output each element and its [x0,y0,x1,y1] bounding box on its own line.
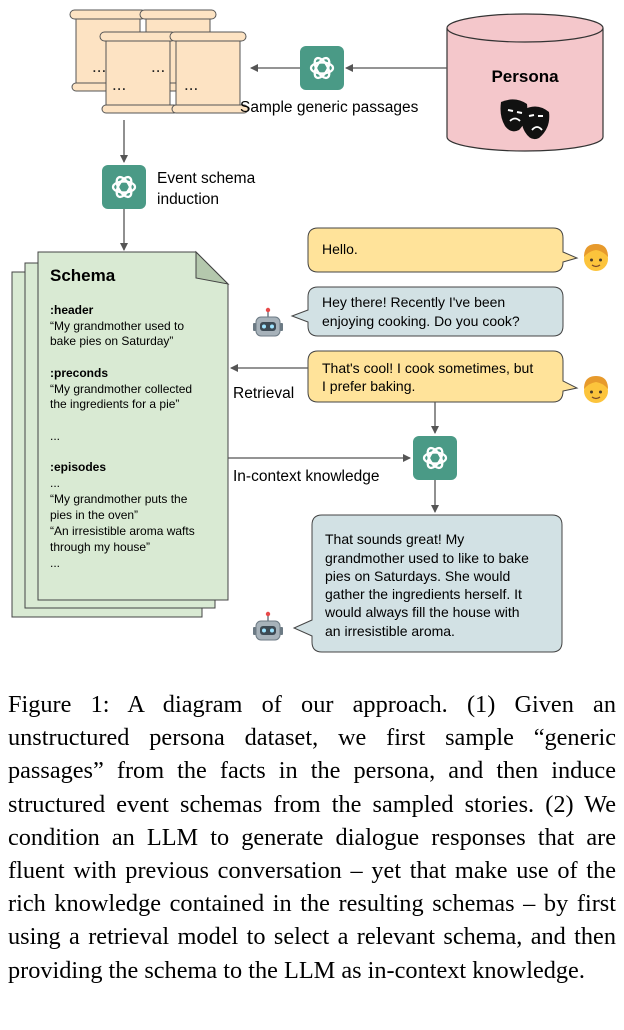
persona-database: Persona [446,13,604,152]
schema-preconds-line: “My grandmother collected [50,382,192,396]
figure-caption: Figure 1: A diagram of our approach. (1)… [8,691,616,984]
chat-bubble-user-2: That's cool! I cook sometimes, but I pre… [307,350,579,403]
user-avatar-icon [583,243,609,272]
schema-header-line: “My grandmother used to [50,319,184,333]
scroll-ellipsis: ... [112,75,126,94]
theater-masks-icon [500,99,550,140]
schema-documents [11,250,230,618]
sample-generic-passages-label: Sample generic passages [240,99,419,116]
bubble-text: Hello. [322,241,358,257]
llm-icon-sampling [298,44,346,92]
llm-icon-induction [100,163,148,211]
generic-passages-scrolls: ... ... ... ... [69,9,249,114]
chat-bubble-bot-1: Hey there! Recently I've been enjoying c… [290,286,564,337]
induction-label-line1: Event schema [157,170,256,187]
bubble-text: That's cool! I cook sometimes, but [322,360,533,376]
llm-icon-response [411,434,459,482]
bubble-text: Hey there! Recently I've been [322,294,505,310]
scroll-ellipsis: ... [92,57,106,76]
bubble-text: I prefer baking. [322,378,415,394]
bubble-text: gather the ingredients herself. It [325,586,522,602]
bubble-text: pies on Saturdays. She would [325,568,510,584]
robot-avatar-icon [252,611,284,641]
retrieval-label: Retrieval [233,385,294,402]
approach-diagram: ... ... ... ... Persona Sample generic p… [11,9,609,653]
bubble-text: an irresistible aroma. [325,623,455,639]
scroll-ellipsis: ... [184,75,198,94]
schema-content: Schema :header “My grandmother used to b… [50,266,195,570]
robot-avatar-icon [252,307,284,337]
schema-episodes-line: through my house” [50,540,150,554]
schema-episodes-line: pies in the oven” [50,508,138,522]
schema-preconds-key: :preconds [50,366,108,380]
schema-episodes-ellipsis: ... [50,556,60,570]
in-context-knowledge-label: In-context knowledge [233,468,379,485]
schema-episodes-key: :episodes [50,460,106,474]
bubble-text: That sounds great! My [325,531,464,547]
schema-preconds-line: the ingredients for a pie” [50,397,179,411]
bubble-text: enjoying cooking. Do you cook? [322,313,520,329]
schema-header-key: :header [50,303,94,317]
persona-label: Persona [491,67,559,86]
scroll-ellipsis: ... [151,57,165,76]
schema-episodes-line: “My grandmother puts the [50,492,188,506]
user-avatar-icon [583,375,609,404]
chat-bubble-user-1: Hello. [307,227,579,273]
induction-label-line2: induction [157,191,219,208]
schema-episodes-ellipsis: ... [50,476,60,490]
schema-title: Schema [50,266,116,285]
schema-episodes-line: “An irresistible aroma wafts [50,524,195,538]
schema-gap-ellipsis: ... [50,429,60,443]
bubble-text: grandmother used to like to bake [325,550,529,566]
schema-header-line: bake pies on Saturday” [50,334,173,348]
chat-bubble-bot-2: That sounds great! My grandmother used t… [292,514,563,653]
bubble-text: would always fill the house with [324,604,520,620]
